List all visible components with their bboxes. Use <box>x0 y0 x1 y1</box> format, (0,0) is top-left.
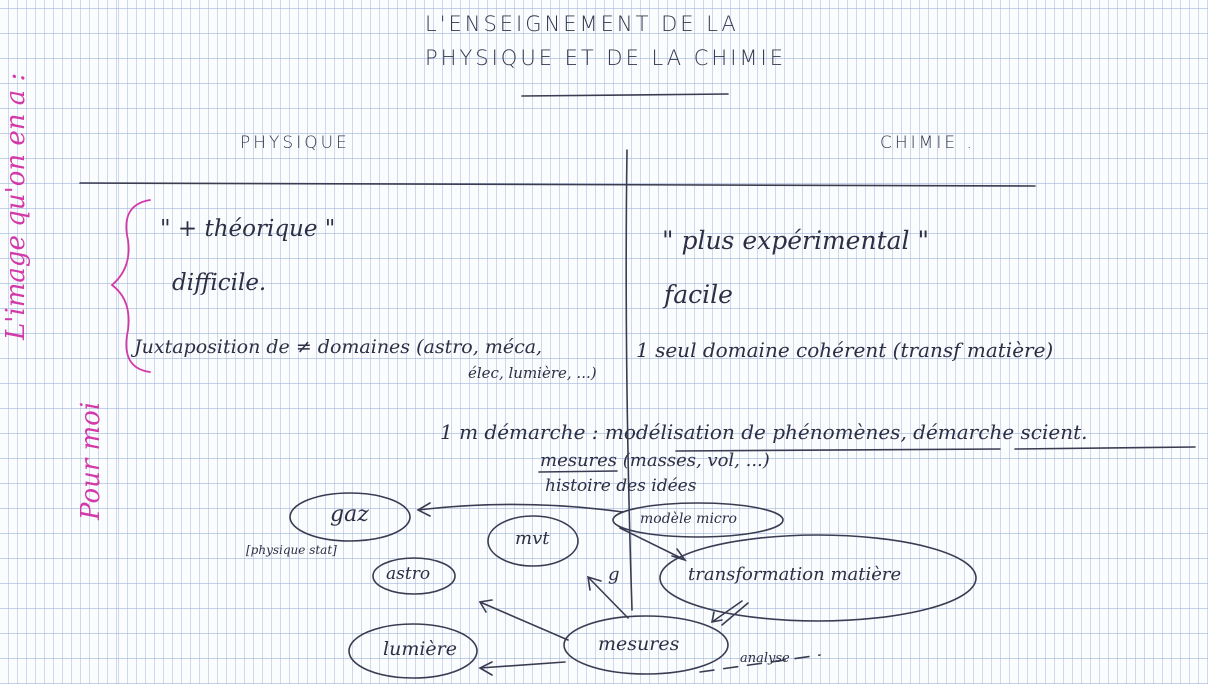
chimie-item-experimental: " plus expérimental " <box>662 226 929 255</box>
demarche-underline <box>1014 446 1196 450</box>
pour-moi-note: Pour moi <box>76 401 106 520</box>
modelisation-text: modélisation de phénomènes <box>604 420 901 444</box>
arrow-mesures-lumiere <box>478 661 566 676</box>
physique-item-juxtaposition: Juxtaposition de ≠ domaines (astro, méca… <box>134 336 543 358</box>
diagram-lumiere: lumière <box>383 638 457 660</box>
arrow-mesures-astro <box>478 599 569 641</box>
dashed-line <box>699 654 821 673</box>
demarche-sep: , <box>900 420 907 444</box>
diagram-mvt: mvt <box>515 528 550 549</box>
diagram-mesures: mesures <box>598 633 680 655</box>
mvt-ellipse <box>487 515 579 567</box>
lumiere-ellipse <box>348 623 478 679</box>
column-divider <box>625 149 633 611</box>
modelisation-underline <box>675 448 1001 452</box>
arrow-mesures-transfo <box>721 602 749 626</box>
mesures-text: mesures <box>540 450 618 471</box>
diagram-transformation: transformation matière <box>688 564 902 585</box>
demarche-prefix: 1 m démarche : <box>440 420 599 444</box>
diagram-astro: astro <box>386 564 431 584</box>
diagram-modele-micro: modèle micro <box>640 511 737 527</box>
gaz-ellipse <box>289 492 411 542</box>
title-line-2: PHYSIQUE ET DE LA CHIMIE <box>425 46 786 70</box>
mesures-line: mesures (masses, vol, ...) <box>540 452 770 470</box>
diagram-gaz: gaz <box>330 502 369 527</box>
arrow-modele-gaz <box>416 502 624 517</box>
image-note: L'image qu'on en a : <box>1 72 31 340</box>
mesures-underline <box>538 470 618 473</box>
diagram-physique-stat: [physique stat] <box>246 543 337 557</box>
arrow-transfo-mesures <box>710 600 743 624</box>
arrow-modele-transfo <box>619 527 688 562</box>
mesures-ellipse <box>563 615 729 675</box>
physique-header: PHYSIQUE <box>240 133 350 153</box>
diagram-g: g <box>608 564 620 585</box>
demarche-line: 1 m démarche : modélisation de phénomène… <box>440 422 1088 442</box>
transformation-ellipse <box>659 534 977 622</box>
demarche-scientifique: démarche scient. <box>913 420 1088 444</box>
physique-item-theorique: " + théorique " <box>160 216 336 242</box>
pink-brace <box>110 199 151 373</box>
modele-micro-ellipse <box>612 502 784 538</box>
astro-ellipse <box>372 557 456 595</box>
header-rule <box>79 182 1036 187</box>
diagram-analyse: analyse <box>740 651 790 666</box>
title-underline <box>521 93 729 97</box>
title-line-1: L'ENSEIGNEMENT DE LA <box>425 12 739 36</box>
chimie-item-domaine-coherent: 1 seul domaine cohérent (transf matière) <box>636 338 1054 362</box>
histoire-des-idees: histoire des idées <box>545 476 697 496</box>
mesures-examples: (masses, vol, ...) <box>622 450 770 471</box>
physique-item-difficile: difficile. <box>172 270 267 296</box>
chimie-item-facile: facile <box>664 280 733 309</box>
arrow-mesures-mvt <box>587 575 629 619</box>
physique-item-domaines: élec, lumière, ...) <box>468 364 597 382</box>
chimie-header: CHIMIE . <box>880 133 975 153</box>
